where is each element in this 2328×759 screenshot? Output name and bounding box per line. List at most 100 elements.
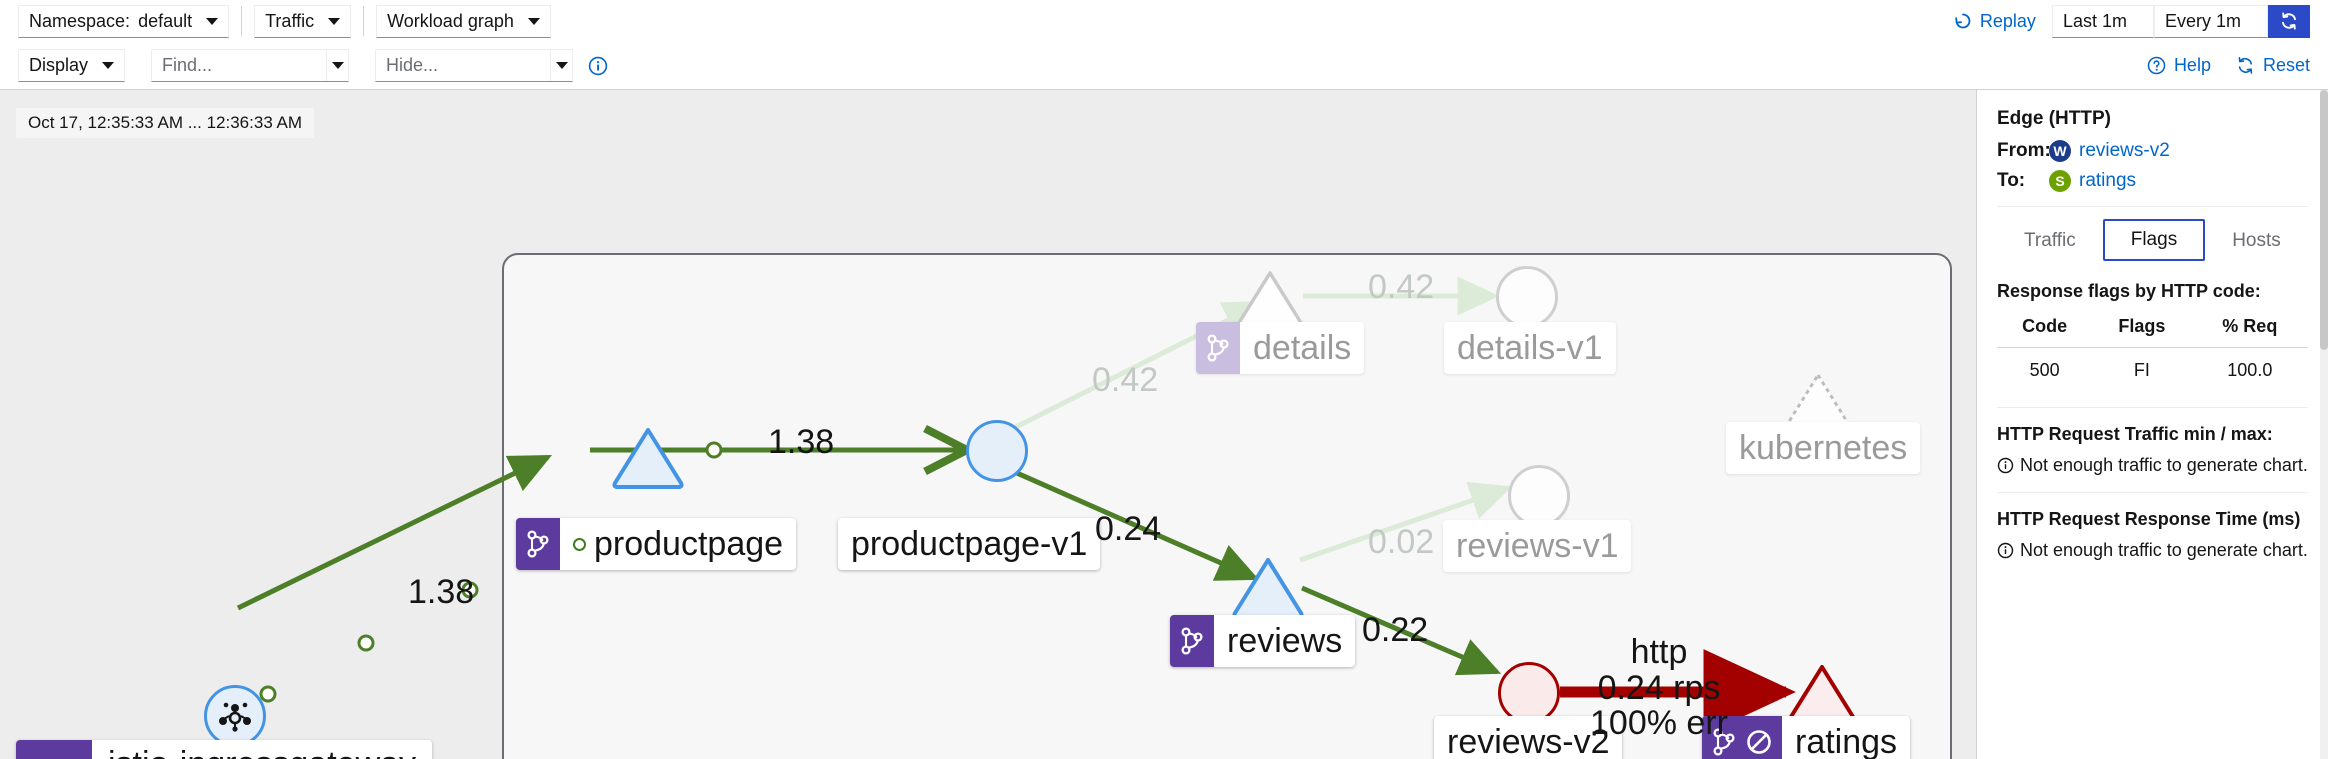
tab-flags[interactable]: Flags [2102, 219, 2206, 261]
node-label-text: reviews-v1 [1443, 520, 1631, 572]
info-circle-icon[interactable] [587, 55, 609, 77]
chevron-down-icon [527, 17, 540, 25]
blocked-icon [1747, 730, 1771, 754]
to-label: To: [1997, 170, 2026, 191]
node-productpage-v1[interactable] [966, 420, 1028, 482]
service-badge-icon: S [2049, 170, 2071, 192]
namespace-selector[interactable]: Namespace: default [18, 4, 230, 38]
graph-timestamp: Oct 17, 12:35:33 AM ... 12:36:33 AM [16, 108, 315, 138]
node-label-ratings[interactable]: ratings [1702, 716, 1911, 759]
traffic-selector[interactable]: Traffic [254, 4, 352, 38]
message-text: Not enough traffic to generate chart. [2020, 455, 2308, 475]
table-header-row: Code Flags % Req [1997, 312, 2308, 348]
edge-label-details-details-v1: 0.42 [1368, 268, 1435, 306]
help-button[interactable]: Help [2146, 55, 2211, 76]
node-name: details [1253, 329, 1352, 367]
chevron-down-icon [331, 62, 344, 69]
col-pct-req: % Req [2191, 312, 2308, 348]
hide-combo[interactable] [375, 49, 574, 82]
node-productpage[interactable] [610, 425, 684, 489]
node-label-productpage-v1[interactable]: productpage-v1 [838, 518, 1101, 570]
find-dropdown-button[interactable] [326, 50, 348, 81]
node-label-istio-ingressgateway[interactable]: istio-ingressgateway NS istio-system [16, 740, 433, 759]
scrollbar-thumb[interactable] [2320, 90, 2328, 350]
node-reviews-v1[interactable] [1508, 465, 1570, 527]
display-menu-button[interactable]: Display [18, 49, 126, 82]
node-label-reviews[interactable]: reviews [1170, 615, 1356, 667]
panel-title: Edge (HTTP) [1997, 108, 2111, 129]
edge-label-productpage-v1-reviews: 0.24 [1095, 510, 1162, 548]
refresh-interval-selector[interactable]: Every 1m [2153, 4, 2268, 38]
cell-code: 500 [2029, 360, 2060, 380]
node-name: reviews [1227, 622, 1343, 660]
refresh-button[interactable] [2268, 4, 2310, 38]
edge-label-reviews-reviews-v2: 0.22 [1362, 611, 1429, 649]
message-text: Not enough traffic to generate chart. [2020, 540, 2308, 560]
find-combo[interactable] [151, 49, 350, 82]
panel-to-row: To: S ratings [1997, 170, 2308, 192]
panel-tabs: Traffic Flags Hosts [1997, 207, 2308, 261]
node-name: reviews-v2 [1447, 723, 1610, 759]
hide-input[interactable] [376, 50, 551, 81]
node-label-productpage[interactable]: productpage [516, 518, 797, 570]
virtual-service-icon [1181, 627, 1203, 655]
tab-hosts[interactable]: Hosts [2232, 230, 2281, 251]
panel-scrollbar[interactable] [2320, 90, 2328, 759]
node-istio-ingressgateway[interactable] [204, 685, 266, 747]
edge-label-productpage-v1-details: 0.42 [1092, 361, 1159, 399]
namespace-label: Namespace: [29, 10, 131, 31]
find-input[interactable] [152, 50, 327, 81]
help-circle-icon [2147, 56, 2166, 75]
primary-toolbar: Namespace: default Traffic Workload grap… [0, 0, 2328, 42]
node-label-details-v1[interactable]: details-v1 [1444, 322, 1616, 374]
node-label-kubernetes[interactable]: kubernetes [1726, 422, 1921, 474]
col-flags: Flags [2092, 312, 2192, 348]
response-flags-table: Code Flags % Req 500 FI 100.0 [1997, 312, 2308, 381]
node-name: kubernetes [1739, 429, 1908, 467]
reset-button[interactable]: Reset [2235, 55, 2310, 76]
replay-label: Replay [1979, 10, 2036, 31]
response-time-message: Not enough traffic to generate chart. [1997, 540, 2308, 561]
service-triangle-shape [1232, 558, 1304, 619]
edge-ingressgateway-productpage[interactable] [236, 454, 553, 611]
display-label: Display [29, 55, 89, 75]
node-label-text: kubernetes [1726, 422, 1920, 474]
node-badges [16, 740, 92, 759]
edge-handle [705, 441, 723, 459]
node-reviews[interactable] [1230, 555, 1304, 619]
node-label-details[interactable]: details [1196, 322, 1365, 374]
node-details-v1[interactable] [1496, 266, 1558, 328]
node-ratings[interactable] [1784, 662, 1858, 726]
to-link[interactable]: ratings [2079, 170, 2137, 191]
duration-selector[interactable]: Last 1m [2051, 4, 2154, 38]
node-details[interactable] [1232, 268, 1306, 332]
edge-reviews-reviews-v1[interactable] [1299, 481, 1513, 563]
node-label-text: reviews [1214, 615, 1355, 667]
replay-button[interactable]: Replay [1953, 11, 2036, 32]
graph-canvas[interactable]: Oct 17, 12:35:33 AM ... 12:36:33 AM [0, 90, 1976, 759]
node-label-reviews-v2[interactable]: reviews-v2 [1434, 716, 1623, 759]
node-label-text: details-v1 [1444, 322, 1616, 374]
node-label-text: istio-ingressgateway NS istio-system [92, 740, 432, 759]
cell-flags: FI [2133, 360, 2150, 380]
edge-handle [259, 685, 277, 703]
node-name: reviews-v1 [1456, 527, 1619, 565]
node-label-reviews-v1[interactable]: reviews-v1 [1443, 520, 1632, 572]
chevron-down-icon [206, 17, 219, 25]
virtual-service-icon [527, 530, 549, 558]
info-circle-icon [1997, 457, 2014, 474]
graph-type-selector[interactable]: Workload graph [376, 4, 551, 38]
edge-reviews-reviews-v2[interactable] [1301, 585, 1502, 676]
tab-traffic[interactable]: Traffic [2024, 230, 2076, 251]
service-triangle-shape [612, 428, 684, 489]
traffic-value: Traffic [265, 10, 315, 31]
node-kubernetes[interactable] [1780, 370, 1854, 434]
toolbar-divider [363, 6, 365, 36]
node-label-text: reviews-v2 [1434, 716, 1622, 759]
edge-productpage-v1-reviews[interactable] [1008, 467, 1260, 581]
node-reviews-v2[interactable] [1498, 662, 1560, 724]
hide-dropdown-button[interactable] [550, 50, 572, 81]
panel-divider [1997, 492, 2308, 493]
help-label: Help [2173, 55, 2211, 75]
from-link[interactable]: reviews-v2 [2079, 140, 2170, 161]
